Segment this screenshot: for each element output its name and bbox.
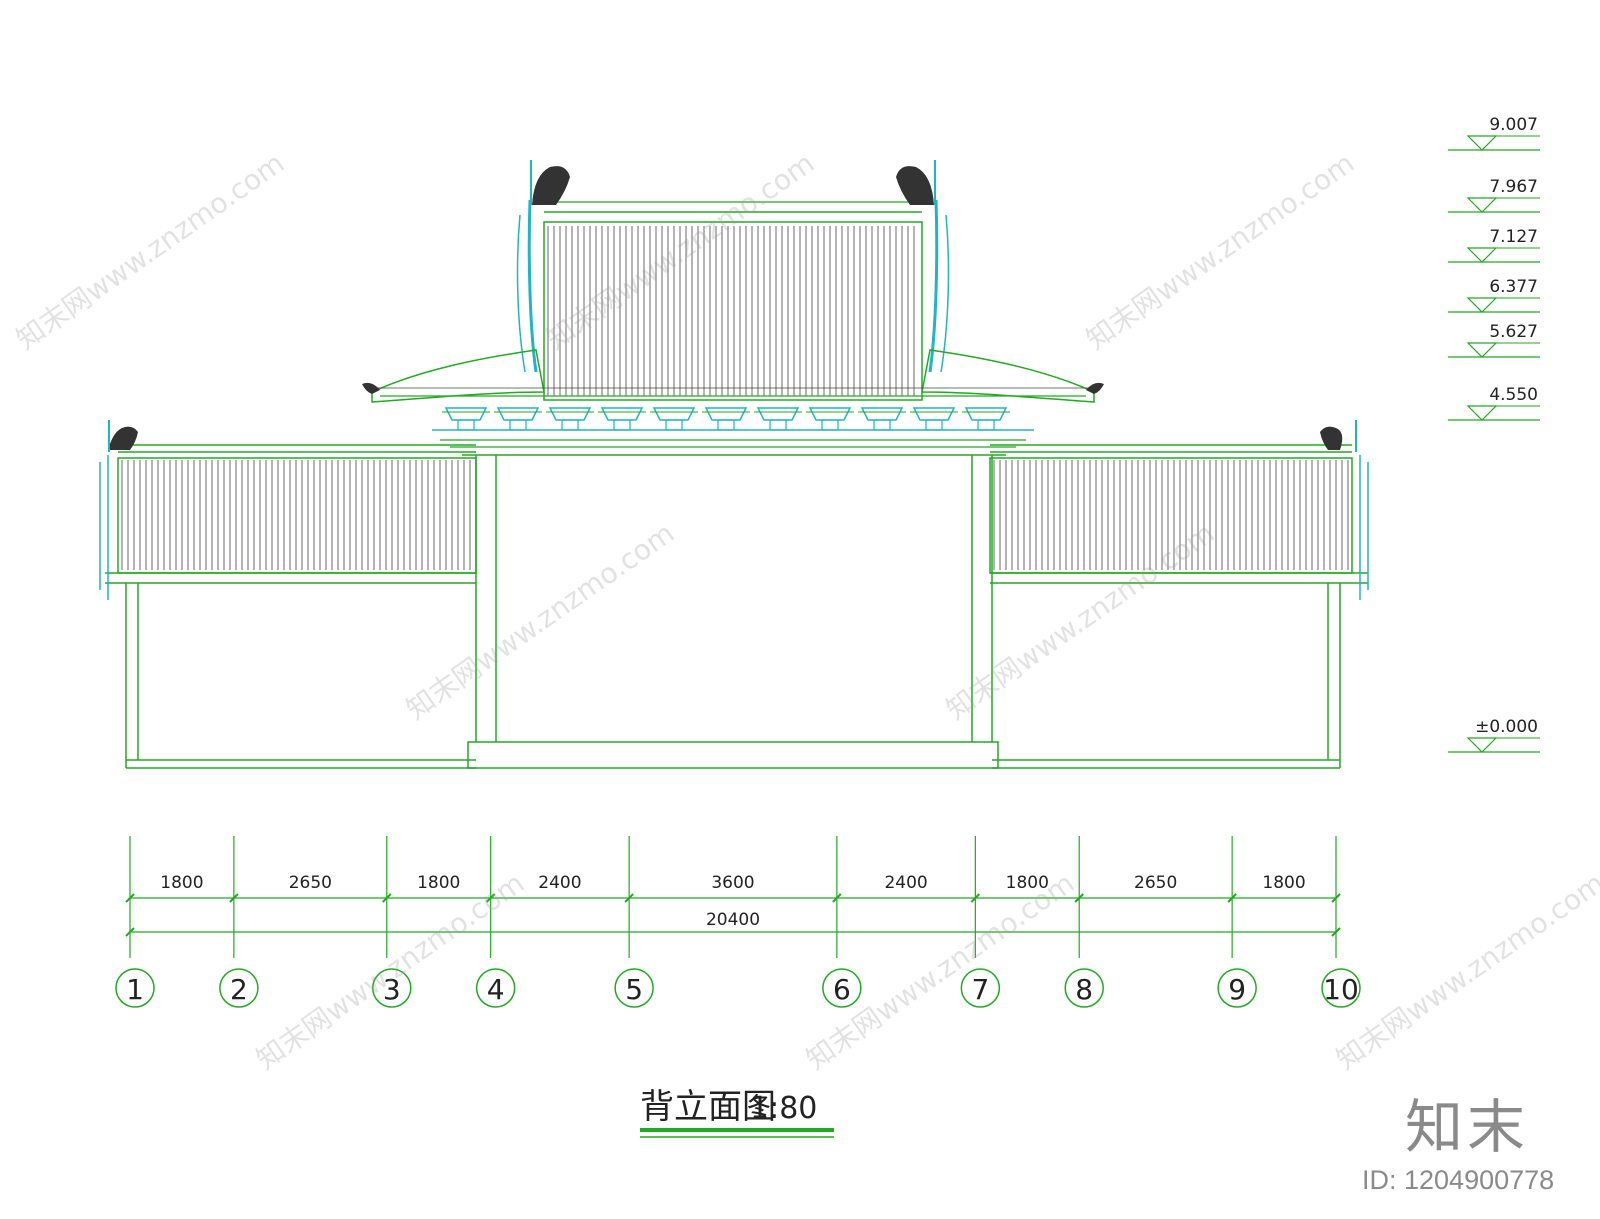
gate-platform [467,741,999,769]
axis-label: 5 [625,973,643,1006]
dimension-label: 2650 [1134,873,1177,893]
axis-bubble: 5 [614,968,654,1008]
elevation-label: 7.967 [1489,177,1538,197]
axis-label: 7 [971,973,989,1006]
dimension-label: 2650 [289,873,332,893]
left-wing-roof-tiles [121,460,471,570]
right-wing-roof-tiles [993,460,1349,570]
dimension-label: 1800 [417,873,460,893]
axis-label: 8 [1075,973,1093,1006]
dimension-label: 2400 [884,873,927,893]
dimension-label: 3600 [711,873,754,893]
dimension-total-label: 20400 [706,910,760,930]
elevation-label: 6.377 [1489,277,1538,297]
axis-bubble: 4 [475,968,516,1008]
dougong-brackets [442,407,1010,431]
ridge-beast-right [896,166,934,205]
dimension-chain: 1800 2650 1800 2400 3600 2400 1800 2650 1800 2040… [125,836,1341,958]
axis-label: 4 [487,973,505,1006]
elevation-label: 7.127 [1489,227,1538,247]
axis-label: 6 [833,973,851,1006]
axis-label: 9 [1228,973,1246,1006]
axis-bubble: 6 [822,968,862,1008]
elevation-label: ±0.000 [1475,717,1538,737]
ridge-beast-left [532,166,570,205]
axis-label: 2 [230,973,248,1006]
elevation-marker: 7.967 [1448,177,1540,213]
axis-bubble: 1 [115,968,155,1008]
elevation-label: 9.007 [1489,115,1538,135]
elevation-marker: 7.127 [1448,227,1540,263]
axis-label: 1 [126,973,144,1006]
elevation-marker: ±0.000 [1448,717,1540,753]
right-wing-ornament [1320,420,1357,452]
axis-bubble: 2 [219,968,259,1008]
axis-grid: 1 2 3 4 5 6 7 8 9 10 [115,968,1361,1008]
right-wing-roof [989,457,1353,574]
axis-label: 3 [383,973,401,1006]
left-wing [99,444,477,769]
dimension-label: 1800 [1006,873,1049,893]
dimension-label: 1800 [1262,873,1305,893]
central-gate [462,454,1006,769]
elevation-marker: 9.007 [1448,115,1540,151]
axis-bubble: 7 [960,968,1001,1008]
drawing-title-block: 背立面图 1:80 [640,1087,834,1138]
brand-logo: 知末 [1405,1093,1530,1161]
axis-bubble: 8 [1064,968,1104,1008]
axis-bubble: 10 [1321,968,1361,1008]
axis-bubble: 9 [1217,968,1257,1008]
drawing-scale: 1:80 [750,1091,817,1126]
main-roof [362,160,1104,448]
elevation-marker: 5.627 [1448,322,1540,358]
elevation-marker: 6.377 [1448,277,1540,313]
elevation-marker: 4.550 [1448,385,1540,421]
drawing-title: 背立面图 [640,1087,776,1127]
image-id-label: ID: 1204900778 [1362,1165,1555,1195]
elevation-label: 5.627 [1489,322,1538,342]
axis-label: 10 [1323,973,1359,1006]
elevation-label: 4.550 [1489,385,1538,405]
dimension-label: 2400 [538,873,581,893]
main-roof-tiles [547,226,915,396]
right-wing [989,444,1369,769]
axis-bubble: 3 [372,968,412,1008]
elevation-markers: 9.007 7.967 7.127 6.377 5.627 4.550 ±0.000 [1448,115,1540,753]
dimension-label: 1800 [160,873,203,893]
left-wing-ornament [108,420,138,452]
